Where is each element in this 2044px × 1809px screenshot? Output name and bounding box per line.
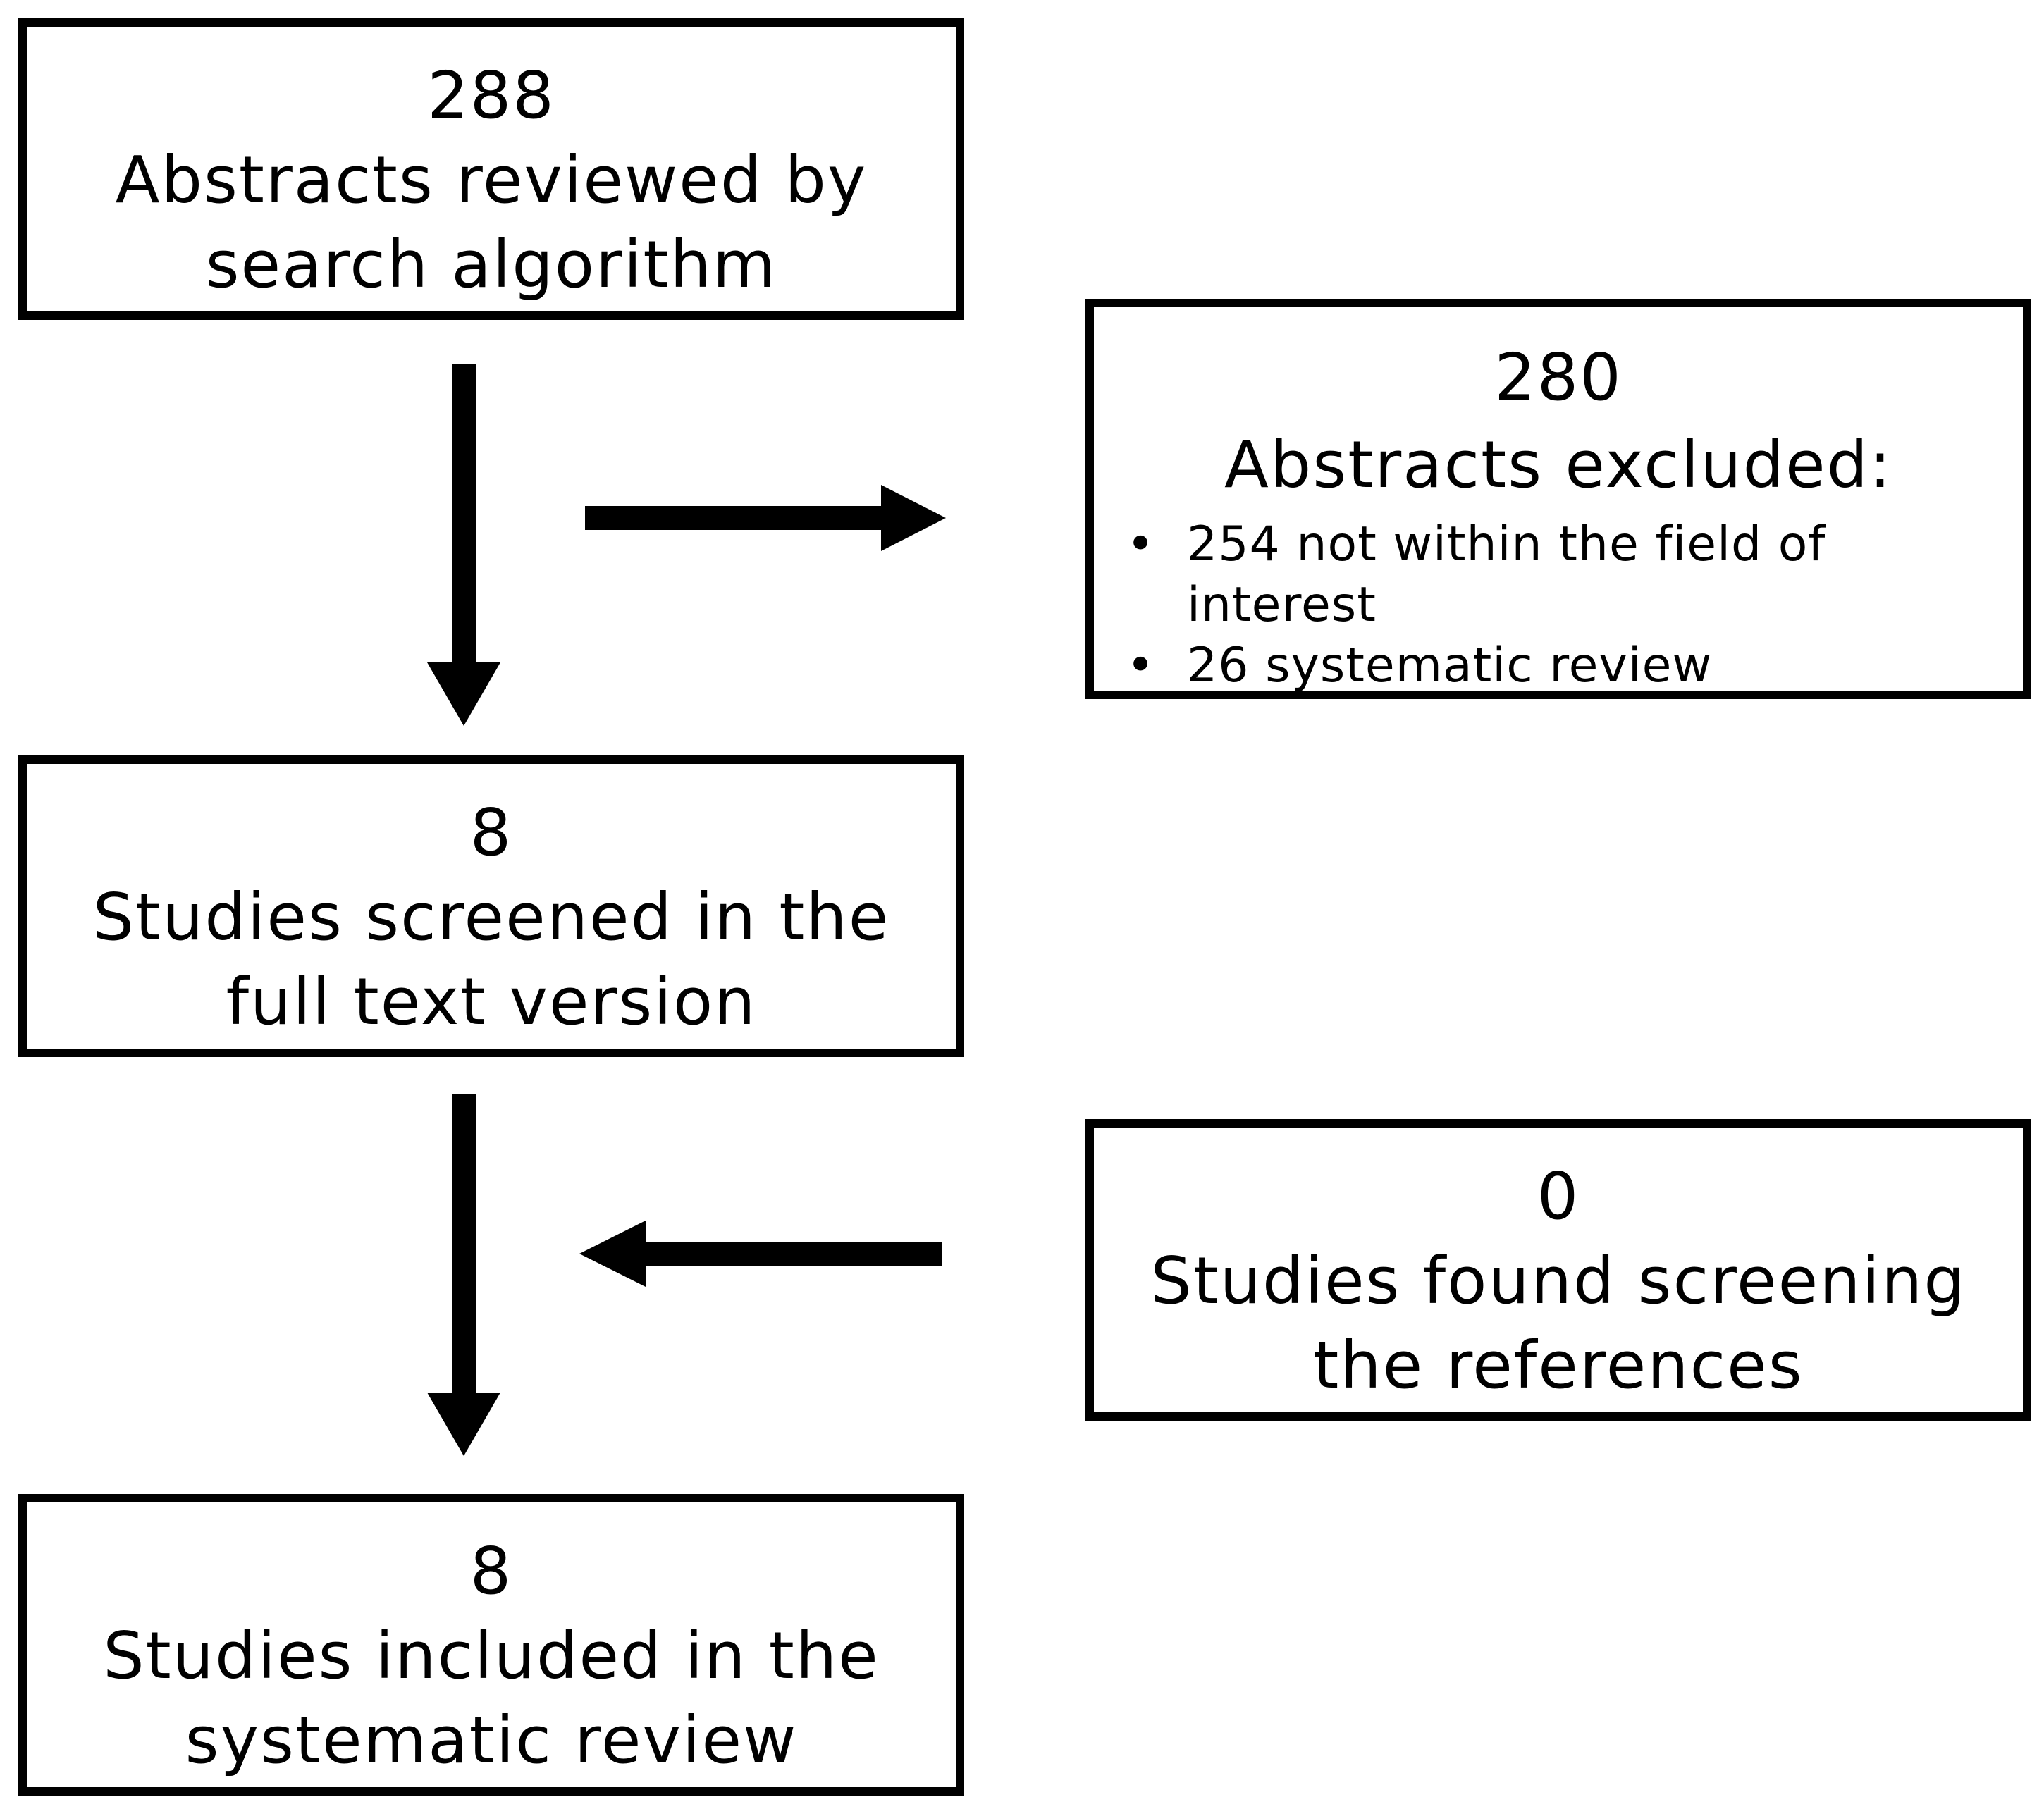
screened-label-line1: Studies screened in the <box>92 879 890 955</box>
included-label-line1: Studies included in the <box>103 1618 880 1693</box>
reviewed-count: 288 <box>427 58 555 133</box>
reference-studies-box: 0 Studies found screening the references <box>1085 1119 2031 1421</box>
arrow-to-excluded <box>585 485 946 551</box>
exclusion-reason-text: 26 systematic review <box>1187 638 1713 693</box>
references-count: 0 <box>1537 1159 1580 1234</box>
bullet-icon: • <box>1126 638 1156 693</box>
excluded-label: Abstracts excluded: <box>1224 427 1893 502</box>
screened-studies-box: 8 Studies screened in the full text vers… <box>18 755 964 1057</box>
excluded-count: 280 <box>1494 340 1623 415</box>
included-count: 8 <box>469 1533 513 1609</box>
exclusion-reasons-list: • 254 not within the field of interest •… <box>1094 514 2023 696</box>
excluded-abstracts-box: 280 Abstracts excluded: • 254 not within… <box>1085 299 2031 699</box>
bullet-icon: • <box>1126 517 1156 572</box>
references-label-line2: the references <box>1313 1328 1804 1403</box>
reviewed-label-line2: search algorithm <box>205 227 777 302</box>
reviewed-abstracts-box: 288 Abstracts reviewed by search algorit… <box>18 18 964 320</box>
included-label-line2: systematic review <box>185 1703 798 1778</box>
arrow-from-references <box>579 1221 942 1287</box>
reviewed-label-line1: Abstracts reviewed by <box>115 142 868 218</box>
exclusion-reason-text-cont: interest <box>1187 577 1377 633</box>
exclusion-reason-item: • 254 not within the field of interest <box>1094 514 2023 636</box>
screened-count: 8 <box>469 795 513 870</box>
screened-label-line2: full text version <box>226 964 757 1039</box>
arrow-screened-to-included <box>427 1094 500 1456</box>
exclusion-reason-item: • 26 systematic review <box>1094 636 2023 696</box>
references-label-line1: Studies found screening <box>1150 1243 1966 1319</box>
arrow-reviewed-to-screened <box>427 364 500 726</box>
exclusion-reason-text: 254 not within the field of <box>1187 517 1826 572</box>
included-studies-box: 8 Studies included in the systematic rev… <box>18 1494 964 1796</box>
